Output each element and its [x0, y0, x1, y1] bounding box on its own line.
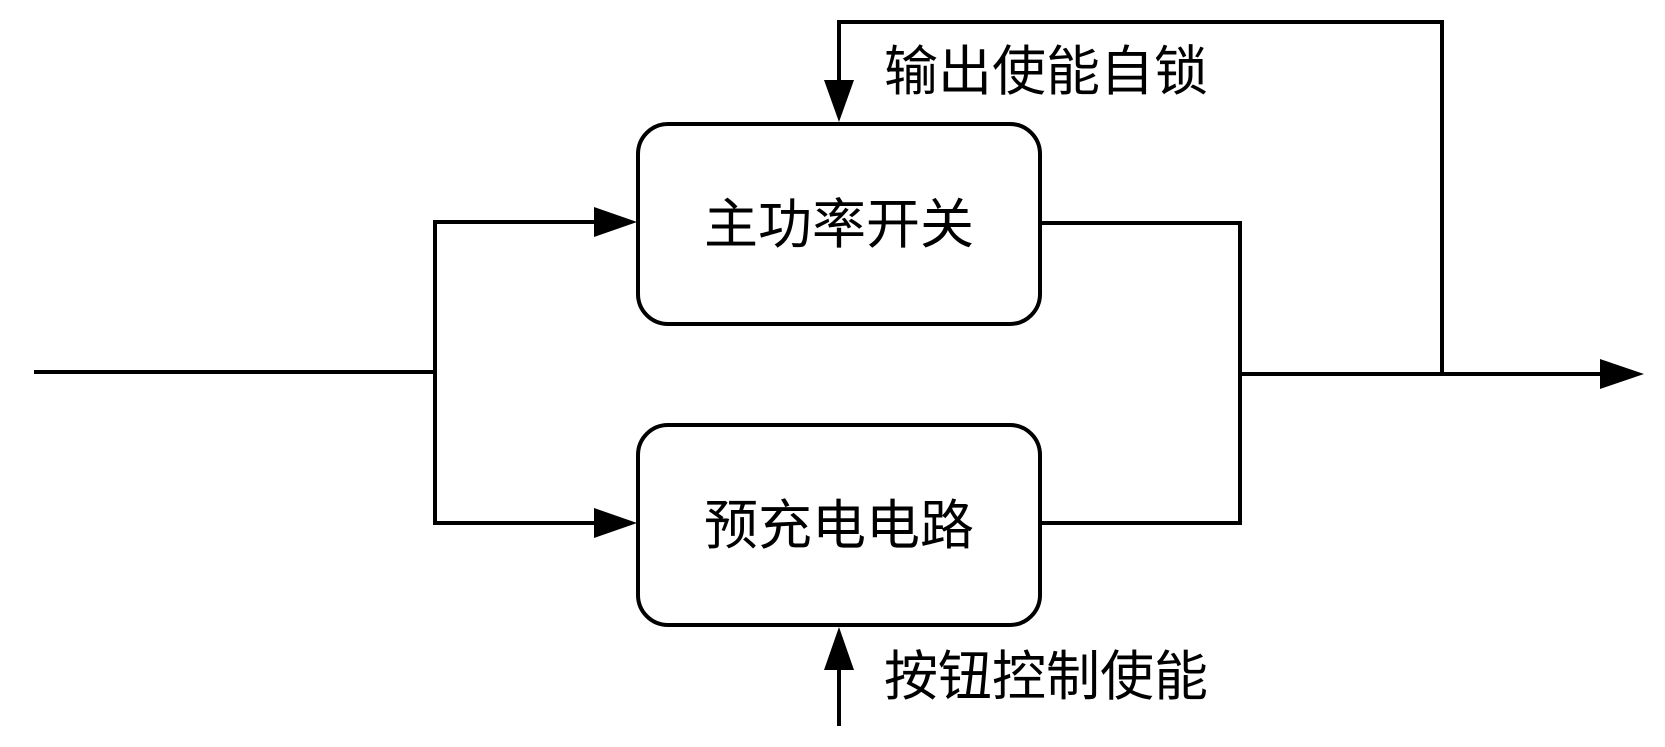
button-enable-arrow: [824, 627, 854, 670]
lower-branch-arrow: [594, 508, 637, 538]
main-switch-label: 主功率开关: [704, 193, 974, 256]
upper-branch-arrow: [594, 207, 637, 237]
feedback-label: 输出使能自锁: [884, 40, 1208, 103]
precharge-label: 预充电电路: [704, 494, 974, 557]
feedback-arrow: [824, 80, 854, 122]
output-arrow: [1600, 359, 1644, 389]
button-enable-label: 按钮控制使能: [884, 645, 1208, 708]
